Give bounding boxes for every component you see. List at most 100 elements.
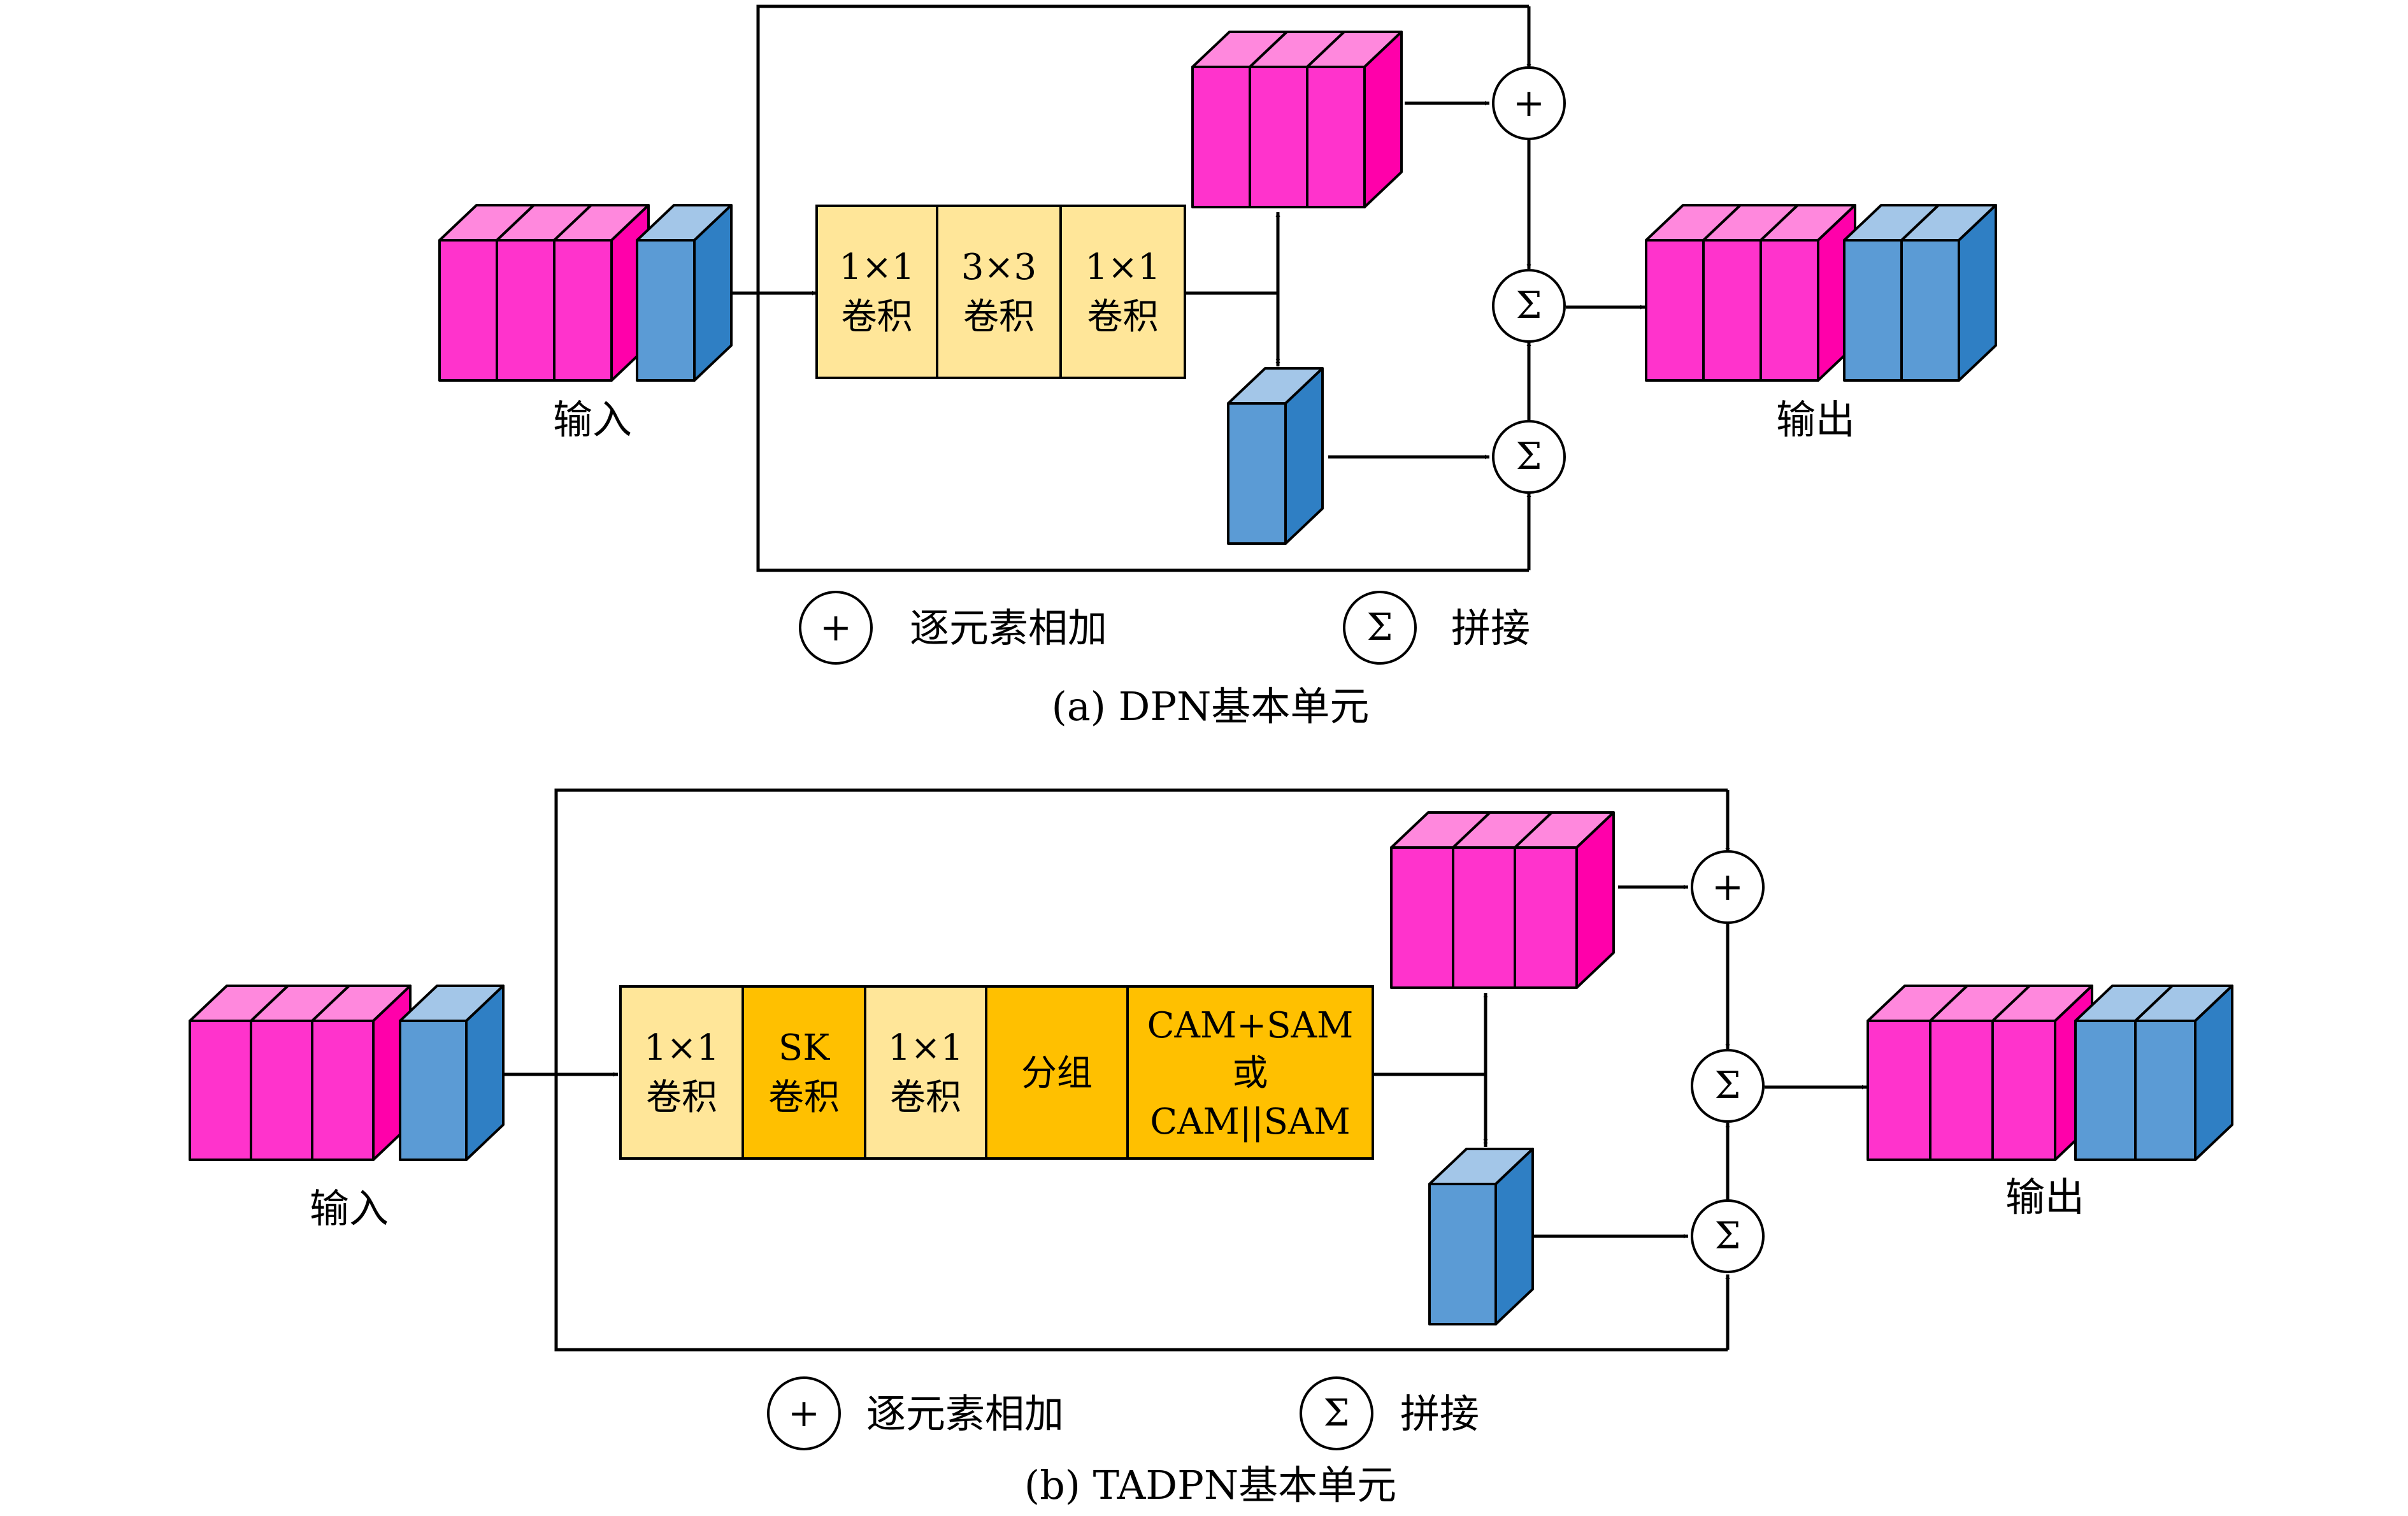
- panel-b-output-tensor: [1867, 985, 2233, 1161]
- pink-channel-front: [189, 1020, 252, 1161]
- blue-channel-front: [1428, 1183, 1497, 1325]
- block-rect: [815, 205, 938, 379]
- block-label: 或: [1233, 1053, 1268, 1094]
- blue-channel-front: [1900, 239, 1960, 382]
- panel_a-block-1: 3×3 卷积: [936, 205, 1062, 379]
- block-label: 卷积: [768, 1077, 840, 1118]
- panel_b-block-4: CAM+SAM 或 CAM||SAM: [1126, 985, 1374, 1160]
- panel-b-legend-add: 逐元素相加: [866, 1390, 1064, 1437]
- panel-a-lower-tensor: [1227, 367, 1324, 545]
- block-label: 卷积: [646, 1077, 717, 1118]
- block-label: 卷积: [1087, 296, 1159, 338]
- blue-channel-front: [1227, 402, 1287, 545]
- block-label: 卷积: [963, 296, 1035, 338]
- panel-b-output-label: 输出: [2005, 1174, 2084, 1220]
- pink-channel-front: [1191, 66, 1251, 208]
- block-rect: [742, 985, 866, 1160]
- pink-channel-front: [1867, 1020, 1931, 1161]
- blue-channel-side: [1284, 367, 1324, 545]
- add-icon: +: [1712, 865, 1744, 909]
- pink-channel-front: [1249, 66, 1308, 208]
- block-rect: [936, 205, 1062, 379]
- blue-channel-front: [399, 1020, 468, 1161]
- panel-b-input-label: 输入: [310, 1185, 389, 1232]
- panel-a-input-tensor: [438, 204, 733, 382]
- panel-b-bypass-bottom: [554, 1201, 1728, 1352]
- add-icon: +: [788, 1391, 820, 1436]
- blue-channel-front: [2134, 1020, 2197, 1161]
- pink-channel-front: [496, 239, 555, 382]
- blue-channel-side: [465, 985, 505, 1161]
- blue-channel-side: [1958, 204, 1997, 382]
- panel-a-bypass-bottom: [756, 413, 1529, 572]
- panel-b-input-tensor: [189, 985, 505, 1161]
- pink-channel-front: [1452, 846, 1516, 989]
- block-label: 1×1: [839, 247, 914, 288]
- panel-b-conv-blocks: 1×1 卷积 SK 卷积 1×1 卷积 分组 CAM+SAM 或 CAM||SAM: [619, 985, 1374, 1160]
- blue-channel-front: [636, 239, 696, 382]
- panel-b-caption: (b) TADPN基本单元: [1024, 1462, 1396, 1508]
- panel-a-input-label: 输入: [553, 396, 632, 443]
- panel-b-lower-tensor: [1428, 1148, 1534, 1325]
- blue-channel-side: [1494, 1148, 1534, 1325]
- blue-channel-front: [1843, 239, 1903, 382]
- panel-b-concat-operator: Σ: [1691, 1049, 1765, 1123]
- panel-a-upper-tensor: [1191, 31, 1403, 208]
- panel-b-legend: + 逐元素相加 Σ 拼接: [767, 1376, 1479, 1450]
- sigma-icon: Σ: [1714, 1064, 1740, 1107]
- block-label: CAM+SAM: [1147, 1005, 1354, 1046]
- blue-channel-front: [2074, 1020, 2137, 1161]
- sigma-icon: Σ: [1516, 435, 1542, 478]
- panel-b-bypass-frame: [554, 788, 1728, 1201]
- pink-channel-side: [1575, 811, 1615, 989]
- pink-channel-front: [1991, 1020, 2056, 1161]
- panel-a-concat-operator-low: Σ: [1492, 420, 1566, 494]
- panel-b-legend-concat: 拼接: [1400, 1390, 1479, 1437]
- sigma-icon: Σ: [1714, 1214, 1740, 1257]
- panel-b-concat-operator-low: Σ: [1691, 1199, 1765, 1273]
- block-label: 1×1: [888, 1027, 963, 1069]
- pink-channel-front: [1929, 1020, 1994, 1161]
- pink-channel-front: [1306, 66, 1366, 208]
- sigma-icon: Σ: [1323, 1391, 1349, 1434]
- panel-a-caption: (a) DPN基本单元: [1052, 683, 1370, 730]
- pink-channel-front: [250, 1020, 313, 1161]
- panel-a-legend: + 逐元素相加 Σ 拼接: [799, 591, 1530, 665]
- panel-b-upper-tensor: [1390, 811, 1615, 989]
- block-rect: [1059, 205, 1186, 379]
- panel-a-legend-add: 逐元素相加: [910, 605, 1107, 651]
- block-label: 卷积: [842, 296, 913, 338]
- pink-channel-front: [1645, 239, 1705, 382]
- block-rect: [619, 985, 744, 1160]
- add-icon: +: [820, 605, 852, 650]
- pink-channel-front: [1702, 239, 1762, 382]
- panel-a-output-tensor: [1645, 204, 1997, 382]
- panel-a-output-label: 输出: [1776, 396, 1855, 443]
- block-label: CAM||SAM: [1150, 1101, 1351, 1143]
- block-label: 卷积: [890, 1077, 961, 1118]
- panel-a-bypass-frame: [756, 4, 1529, 413]
- pink-channel-front: [1759, 239, 1819, 382]
- block-rect: [864, 985, 987, 1160]
- block-label: 分组: [1021, 1053, 1093, 1094]
- sigma-icon: Σ: [1516, 284, 1542, 327]
- pink-channel-front: [438, 239, 498, 382]
- block-label: 1×1: [644, 1027, 719, 1069]
- panel-a-concat-operator: Σ: [1492, 269, 1566, 343]
- block-rect: [985, 985, 1129, 1160]
- sigma-icon: Σ: [1366, 605, 1393, 649]
- block-rect: [1126, 985, 1374, 1160]
- panel_a-block-0: 1×1 卷积: [815, 205, 938, 379]
- panel-b-add-operator: +: [1691, 850, 1765, 924]
- block-label: 3×3: [961, 247, 1036, 288]
- pink-channel-front: [311, 1020, 375, 1161]
- blue-channel-side: [2194, 985, 2233, 1161]
- panel-a-legend-concat: 拼接: [1451, 605, 1530, 651]
- block-label: SK: [778, 1027, 830, 1069]
- panel_a-block-2: 1×1卷积: [1059, 205, 1186, 379]
- blue-channel-side: [693, 204, 733, 382]
